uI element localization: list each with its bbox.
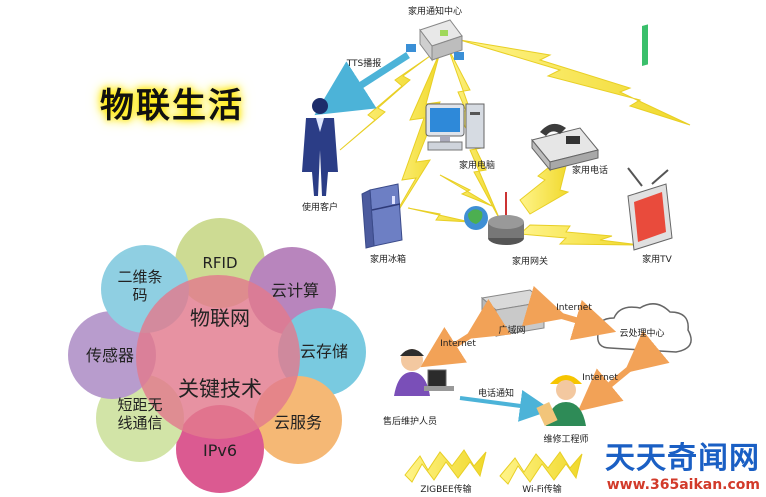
customer-label: 使用客户 xyxy=(302,201,338,213)
petal-sensor xyxy=(68,311,156,399)
iot-flower xyxy=(68,218,366,493)
phone-icon xyxy=(531,123,599,172)
internet-label-1: Internet xyxy=(556,303,592,313)
gateway-icon xyxy=(464,192,524,245)
gateway-label: 家用网关 xyxy=(512,255,548,267)
customer-icon xyxy=(302,98,338,196)
wan-label: 广域网 xyxy=(498,324,525,336)
fridge-icon xyxy=(361,183,403,249)
watermark-url: www.365aikan.com xyxy=(606,477,760,493)
watermark-name: 天天奇闻网 xyxy=(605,441,760,476)
fridge-label: 家用冰箱 xyxy=(370,253,406,265)
internet-label-3: Internet xyxy=(582,373,618,383)
petal-label-qr: 二维条码 xyxy=(117,268,162,304)
internet-label-2: Internet xyxy=(440,339,476,349)
tts-arrow xyxy=(314,52,410,116)
phone-label: 家用电话 xyxy=(572,164,608,176)
tts-label: TTS播报 xyxy=(346,57,382,69)
support-label: 售后维护人员 xyxy=(383,415,437,427)
support-person-icon xyxy=(394,349,454,396)
notify-center-label: 家用通知中心 xyxy=(408,5,462,17)
engineer-label: 维修工程师 xyxy=(543,433,588,445)
wifi-bolt xyxy=(499,451,583,485)
notify-center-icon xyxy=(406,19,464,62)
petal-label-cloud-compute: 云计算 xyxy=(271,281,319,300)
call-notify-label: 电话通知 xyxy=(478,387,514,399)
petal-label-ipv6: IPv6 xyxy=(203,441,237,460)
wifi-label: Wi-Fi传输 xyxy=(522,483,561,495)
zigbee-bolt xyxy=(404,449,487,483)
watermark: 天天奇闻网 www.365aikan.com xyxy=(605,433,760,493)
center-label-key-tech: 关键技术 xyxy=(178,377,262,401)
tv-label: 家用TV xyxy=(642,253,672,265)
petal-label-cloud-service: 云服务 xyxy=(274,413,322,432)
bolt-fridge-gateway xyxy=(407,207,471,223)
pc-icon xyxy=(425,103,485,151)
petal-cloud-storage xyxy=(278,308,366,396)
bolt-center-left xyxy=(339,55,431,151)
center-label-iot: 物联网 xyxy=(190,306,250,330)
page-title: 物联生活 xyxy=(100,86,244,126)
internet-arrows xyxy=(420,285,670,412)
petal-label-short-range: 短距无线通信 xyxy=(117,396,162,432)
cloud-label: 云处理中心 xyxy=(619,327,664,339)
petal-label-rfid: RFID xyxy=(202,254,237,272)
call-arrow xyxy=(459,390,552,422)
bolt-center-tv xyxy=(459,39,691,126)
zigbee-label: ZIGBEE传输 xyxy=(420,483,471,495)
bolt-pc-gateway xyxy=(439,174,493,207)
bolt-gateway-tv xyxy=(518,224,641,246)
cloud-shape xyxy=(597,303,692,353)
engineer-icon xyxy=(536,375,586,427)
petal-label-cloud-storage: 云存储 xyxy=(300,342,348,361)
tv-icon xyxy=(627,24,673,251)
wireless-links xyxy=(339,39,691,485)
flower-center xyxy=(136,275,300,439)
petal-label-sensor: 传感器 xyxy=(86,346,134,365)
pc-label: 家用电脑 xyxy=(459,159,495,171)
